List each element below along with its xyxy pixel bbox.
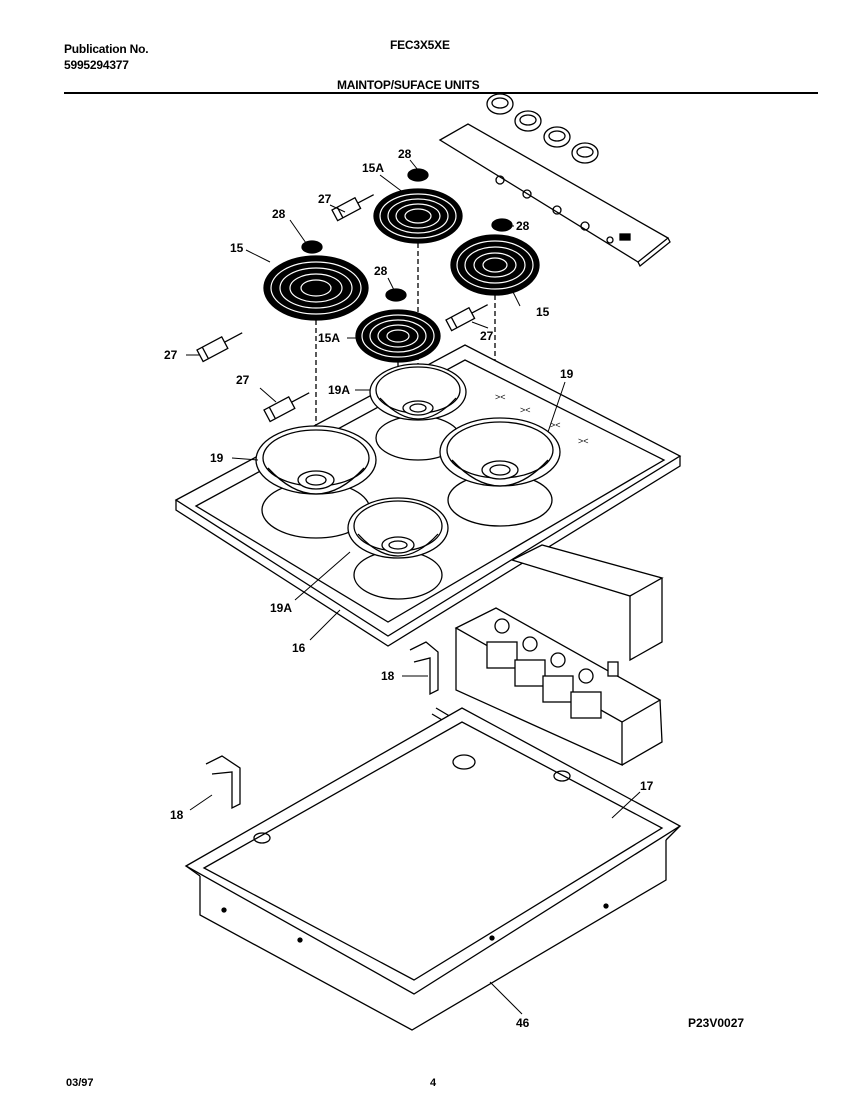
callout-27: 27: [318, 192, 332, 206]
callout-19: 19: [560, 367, 574, 381]
receptacle: [196, 194, 488, 423]
leader-lines: [186, 159, 641, 1015]
callout-27: 27: [164, 348, 178, 362]
svg-text:><: ><: [578, 436, 589, 446]
surface-element-15-left: [263, 255, 369, 480]
callout-15: 15: [230, 241, 244, 255]
callout-27: 27: [236, 373, 250, 387]
callout-18: 18: [170, 808, 184, 822]
trim-ring: [301, 168, 513, 302]
callout-15: 15: [536, 305, 550, 319]
publication-label: Publication No.: [64, 42, 149, 56]
callout-19A: 19A: [328, 383, 350, 397]
callout-28: 28: [516, 219, 530, 233]
drawing-code: P23V0027: [688, 1016, 744, 1030]
revision-date: 03/97: [66, 1077, 94, 1089]
drip-bowl-19-right: [439, 417, 561, 487]
cooktop-box: [184, 707, 682, 1031]
callout-15A: 15A: [318, 331, 340, 345]
callout-46: 46: [516, 1016, 530, 1030]
control-knob: [486, 93, 599, 164]
infinite-switch: [486, 618, 619, 719]
model-number: FEC3X5XE: [390, 38, 450, 52]
callout-28: 28: [374, 264, 388, 278]
publication-number: 5995294377: [64, 58, 129, 72]
svg-text:><: ><: [520, 405, 531, 415]
section-title: MAINTOP/SUFACE UNITS: [337, 78, 480, 92]
surface-element-15-right: [450, 234, 540, 465]
drip-bowl-19-left: [255, 425, 377, 495]
callout-19: 19: [210, 451, 224, 465]
callout-16: 16: [292, 641, 306, 655]
page-number: 4: [430, 1077, 437, 1089]
callout-19A: 19A: [270, 601, 292, 615]
drip-bowl-19A-front: [347, 497, 449, 559]
part-callouts: 28 15A 27 28 28 15 28 15 15A 27 27 19A 2…: [164, 147, 744, 1030]
control-panel: [438, 93, 671, 268]
callout-28: 28: [398, 147, 412, 161]
callout-18: 18: [381, 669, 395, 683]
drip-bowl-19A-back: [369, 363, 467, 421]
bracket: [205, 641, 439, 810]
callout-17: 17: [640, 779, 654, 793]
callout-15A: 15A: [362, 161, 384, 175]
callout-28: 28: [272, 207, 286, 221]
svg-text:><: ><: [550, 420, 561, 430]
maintop: >< >< >< ><: [174, 344, 682, 647]
callout-27: 27: [480, 329, 494, 343]
header-rule: [64, 92, 818, 94]
svg-text:><: ><: [495, 392, 506, 402]
